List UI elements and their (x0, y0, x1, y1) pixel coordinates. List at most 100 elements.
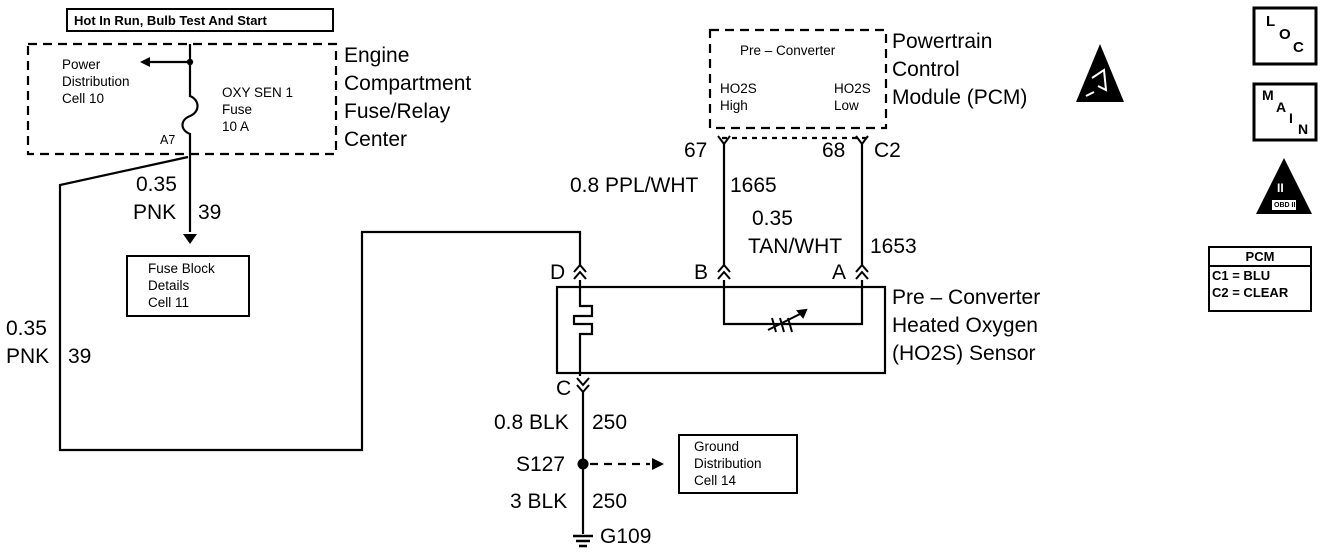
terminal-a7: A7 (160, 133, 176, 147)
power-distribution-label: Power Distribution Cell 10 (62, 56, 130, 107)
wire-pnk-39-loop (58, 155, 582, 452)
pin-67-glyph (717, 135, 731, 146)
fuse-center-name-line: Center (344, 128, 408, 151)
pcm-right-line: HO2S (834, 81, 871, 96)
arrow-fuse-block (183, 234, 197, 244)
fuse-center-name-line: Fuse/Relay (344, 100, 451, 123)
ground-dist-line: Ground (694, 439, 740, 454)
main-icon-n: N (1298, 121, 1309, 137)
wire-ppl-wht-circuit: 1665 (730, 174, 777, 197)
fuse-label-line: Fuse (222, 102, 253, 117)
pcm-name-line: Powertrain (892, 30, 993, 53)
main-icon-a: A (1276, 99, 1287, 115)
pcm-right-line: Low (834, 98, 859, 113)
ground-distribution-box: Ground Distribution Cell 14 (678, 434, 798, 494)
pin-a: A (832, 261, 847, 284)
loc-icon-l: L (1266, 13, 1276, 30)
pin-b: B (694, 261, 709, 284)
main-icon-m: M (1262, 87, 1274, 103)
wire-blk-08-label: 0.8 BLK (494, 411, 569, 434)
ground-symbol (573, 534, 593, 548)
wire-tan-wht-gauge: 0.35 (752, 207, 793, 230)
obd-ii-icon (1256, 158, 1312, 214)
pin-a-glyph (855, 263, 869, 280)
pcm-ho2s-low: HO2S Low (834, 80, 871, 114)
loc-icon-o: O (1279, 26, 1291, 43)
fuse-block-line: Cell 11 (148, 295, 190, 310)
pin-68: 68 (822, 139, 846, 162)
obd-icon-label: OBD II (1274, 202, 1296, 209)
fuse-label: OXY SEN 1 Fuse 10 A (222, 84, 293, 135)
sensor-name-line: Pre – Converter (892, 286, 1041, 309)
wire-pnk-upper-gauge: 0.35 (136, 173, 177, 196)
pcm-left-line: High (720, 98, 748, 113)
ground-g109: G109 (600, 525, 652, 548)
fuse-terminal-top (186, 58, 194, 66)
pin-d: D (550, 261, 566, 284)
pcm-legend-row: C1 = BLU (1212, 268, 1271, 283)
power-dist-line: Distribution (62, 74, 130, 89)
fuse-label-line: OXY SEN 1 (222, 85, 294, 100)
fuse-center-name: Engine Compartment Fuse/Relay Center (344, 42, 471, 154)
wire-tan-wht-label: TAN/WHT (748, 235, 843, 258)
pcm-inner-title: Pre – Converter (740, 43, 836, 58)
fuse-center-name-line: Compartment (344, 72, 472, 95)
pcm-left-line: HO2S (720, 81, 757, 96)
ground-dist-line: Distribution (694, 456, 762, 471)
sensor-element-wiring (722, 280, 864, 326)
wire-tan-wht-circuit: 1653 (870, 235, 917, 258)
wire-blk-08-circuit: 250 (592, 411, 628, 434)
wire-pnk-upper-color: PNK (133, 201, 177, 224)
wire-blk-3-label: 3 BLK (510, 490, 568, 513)
pin-67: 67 (684, 139, 708, 162)
sensor-variable-symbol (767, 311, 805, 333)
loc-icon (1252, 6, 1318, 66)
main-icon (1252, 82, 1318, 142)
fuse-label-line: 10 A (222, 119, 250, 134)
wire-blk-3-circuit: 250 (592, 490, 628, 513)
fuse-block-line: Fuse Block (148, 261, 215, 276)
power-distribution-line (148, 44, 192, 64)
esd-warning-icon (1076, 44, 1124, 102)
arrow-power-dist (140, 57, 150, 67)
fuse-center-name-line: Engine (344, 44, 410, 67)
splice-dot (577, 458, 589, 470)
sensor-variable-arrow (796, 308, 808, 319)
sensor-box (555, 285, 887, 375)
pcm-connector-legend: PCM C1 = BLU C2 = CLEAR (1208, 246, 1312, 312)
wire-pnk-lower-gauge: 0.35 (6, 317, 47, 340)
ground-dist-line: Cell 14 (694, 473, 737, 488)
pcm-name: Powertrain Control Module (PCM) (892, 28, 1027, 112)
connector-c2: C2 (874, 139, 901, 162)
arrow-ground-dist (652, 458, 664, 470)
main-icon-i: I (1289, 110, 1293, 126)
header-label: Hot In Run, Bulb Test And Start (74, 13, 267, 28)
pcm-legend-row: C2 = CLEAR (1212, 285, 1289, 300)
pin-68-glyph (855, 135, 869, 146)
wire-pnk-lower-color: PNK (6, 345, 50, 368)
pin-d-glyph (573, 263, 587, 280)
fuse-symbol (181, 62, 199, 154)
power-dist-line: Cell 10 (62, 91, 105, 106)
splice-s127: S127 (516, 453, 566, 476)
loc-icon-c: C (1293, 39, 1304, 56)
sensor-name-line: Heated Oxygen (892, 314, 1038, 337)
obd-icon-numeral: II (1277, 181, 1284, 195)
sensor-name-line: (HO2S) Sensor (892, 342, 1036, 365)
header-label-box: Hot In Run, Bulb Test And Start (66, 8, 334, 32)
pcm-name-line: Module (PCM) (892, 86, 1028, 109)
fuse-block-line: Details (148, 278, 190, 293)
power-dist-line: Power (62, 57, 101, 72)
fuse-center-box (26, 42, 338, 156)
pcm-legend-title: PCM (1210, 248, 1310, 267)
pcm-box (708, 28, 888, 130)
fuse-block-box: Fuse Block Details Cell 11 (126, 255, 250, 317)
pcm-name-line: Control (892, 58, 960, 81)
pin-b-glyph (717, 263, 731, 280)
pin-c-glyph (576, 377, 590, 394)
heater-element (572, 280, 594, 376)
sensor-name: Pre – Converter Heated Oxygen (HO2S) Sen… (892, 284, 1040, 368)
pin-c: C (556, 377, 572, 400)
wire-pnk-lower-circuit: 39 (68, 345, 92, 368)
